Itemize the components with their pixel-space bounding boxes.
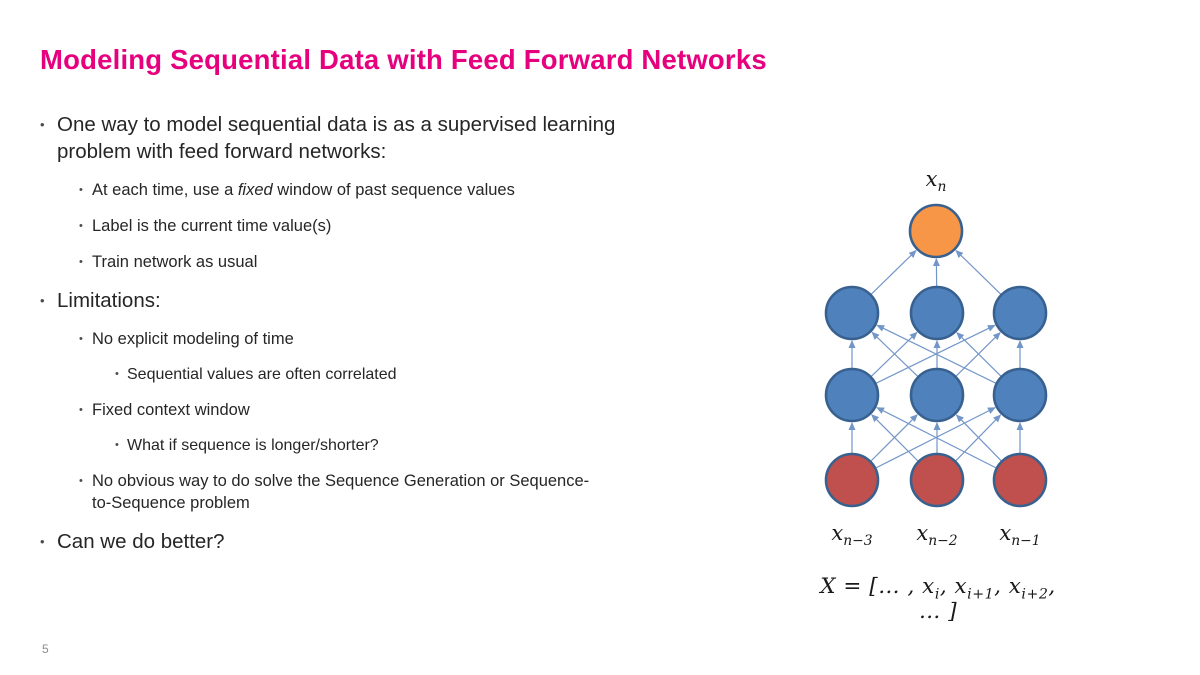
input-node [824, 452, 880, 508]
bullet-list: • One way to model sequential data is as … [40, 111, 680, 569]
bullet-item: • Fixed context window [40, 399, 680, 421]
input-node-label: xn−1 [999, 521, 1041, 550]
bullet-item: • Limitations: [40, 287, 680, 314]
input-node [909, 452, 965, 508]
bullet-marker: • [79, 333, 83, 345]
bullet-text: Fixed context window [92, 401, 250, 419]
hidden-node [992, 285, 1048, 341]
bullet-item: • One way to model sequential data is as … [40, 111, 680, 165]
sequence-formula: X = [… , xi, xi+1, xi+2, … ] [820, 574, 1056, 624]
network-edge [869, 414, 918, 463]
network-edge [954, 414, 1002, 462]
output-node-label: xn [925, 167, 947, 196]
input-node-label: xn−2 [916, 521, 958, 550]
network-edge [876, 407, 998, 469]
network-edge [955, 414, 1003, 462]
bullet-text: Can we do better? [57, 530, 225, 553]
network-edge [876, 324, 997, 385]
hidden-node [824, 285, 880, 341]
network-edge [870, 249, 917, 296]
bullet-item: • No explicit modeling of time [40, 328, 680, 350]
bullet-item: • Train network as usual [40, 251, 680, 273]
bullet-text: No explicit modeling of time [92, 330, 294, 348]
bullet-text: Limitations: [57, 289, 161, 312]
bullet-marker: • [79, 475, 83, 487]
bullet-marker: • [115, 368, 119, 380]
bullet-item: • Can we do better? [40, 528, 680, 555]
bullet-item: • Label is the current time value(s) [40, 215, 680, 237]
hidden-node [909, 367, 965, 423]
page-number: 5 [42, 642, 49, 656]
hidden-node [824, 367, 880, 423]
bullet-text: Sequential values are often correlated [127, 366, 397, 383]
bullet-marker: • [40, 293, 45, 308]
bullet-item: • What if sequence is longer/shorter? [40, 435, 680, 456]
bullet-marker: • [79, 184, 83, 196]
input-node-label: xn−3 [831, 521, 873, 550]
network-edge [870, 331, 918, 378]
network-edge [955, 331, 1001, 378]
network-edge [871, 331, 919, 378]
network-edge [875, 324, 996, 385]
bullet-text: Label is the current time value(s) [92, 217, 332, 235]
network-edge [955, 249, 1002, 296]
bullet-marker: • [79, 256, 83, 268]
bullet-marker: • [115, 439, 119, 451]
bullet-item: • No obvious way to do solve the Sequence… [40, 470, 680, 514]
network-edge [874, 407, 996, 469]
bullet-text: Train network as usual [92, 253, 258, 271]
bullet-marker: • [79, 404, 83, 416]
output-node [908, 203, 964, 259]
hidden-node [992, 367, 1048, 423]
bullet-item: • At each time, use a fixed window of pas… [40, 179, 680, 201]
bullet-marker: • [40, 117, 45, 132]
network-edges [848, 249, 1024, 469]
bullet-text: What if sequence is longer/shorter? [127, 437, 379, 454]
hidden-node [909, 285, 965, 341]
network-edge [871, 414, 920, 463]
bullet-text: At each time, use a fixed window of past… [92, 181, 515, 199]
bullet-marker: • [79, 220, 83, 232]
bullet-item: • Sequential values are often correlated [40, 364, 680, 385]
network-edge [956, 331, 1002, 378]
slide-title: Modeling Sequential Data with Feed Forwa… [40, 44, 767, 75]
bullet-text: One way to model sequential data is as a… [57, 113, 616, 163]
input-node [992, 452, 1048, 508]
bullet-marker: • [40, 534, 45, 549]
bullet-text: No obvious way to do solve the Sequence … [92, 472, 590, 512]
